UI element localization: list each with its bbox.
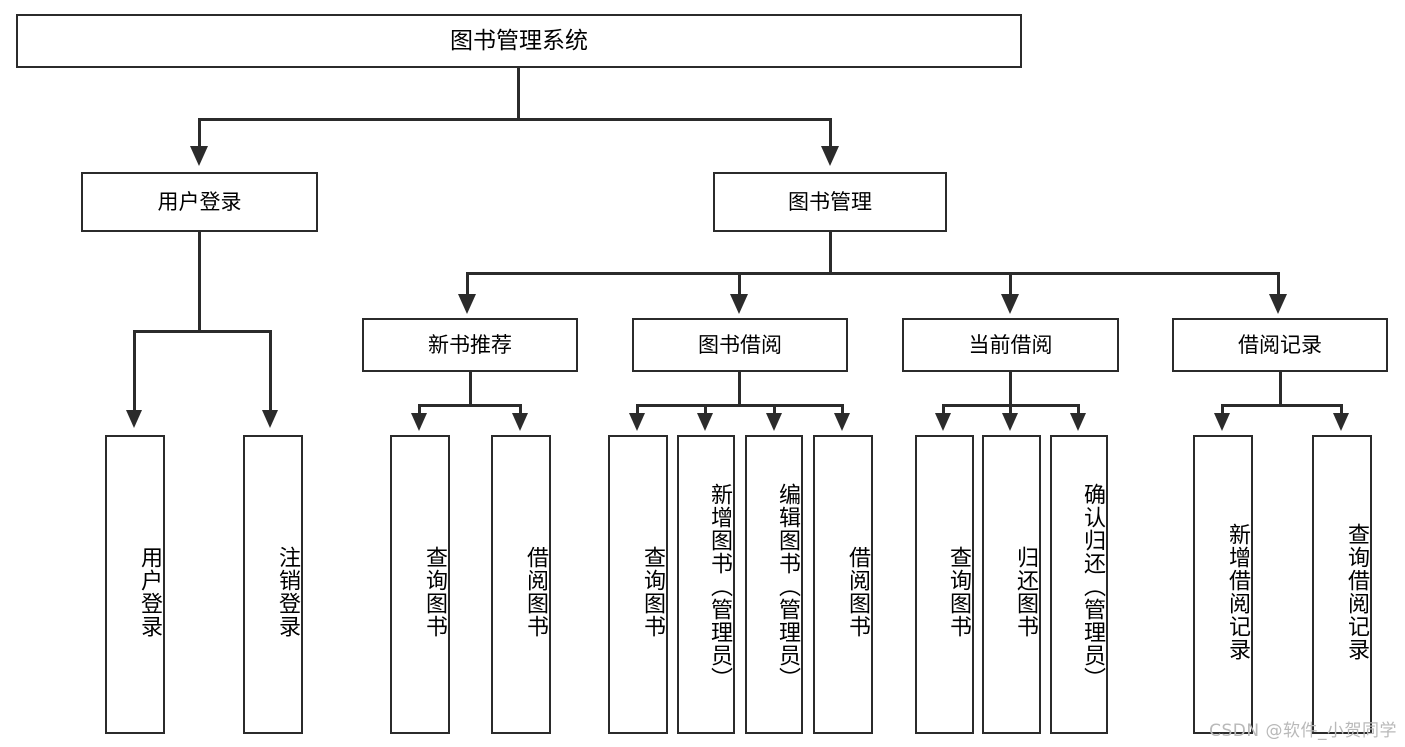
node-user-login[interactable]: 用户登录 (81, 172, 318, 232)
leaf-borrow-record-query-record[interactable]: 查询借阅记录 (1312, 435, 1372, 734)
arrowhead-to-user-login (190, 146, 208, 166)
connector-user-login-bar (133, 330, 272, 333)
leaf-label: 查询图书 (640, 545, 665, 638)
connector-book-borrow-stem (738, 372, 741, 406)
connector-borrow-record-leaf2 (1340, 404, 1343, 416)
connector-to-current-borrow (1009, 272, 1012, 296)
arrowhead-user-login-leaf1 (126, 410, 142, 428)
leaf-label: 新增图书（管理员） (707, 483, 732, 690)
node-label: 用户登录 (157, 189, 242, 214)
watermark-text: CSDN @软件_小贺同学 (1209, 721, 1397, 741)
connector-new-book-leaf2 (519, 404, 522, 416)
leaf-user-login-logout[interactable]: 注销登录 (243, 435, 303, 734)
leaf-label: 新增借阅记录 (1225, 522, 1250, 661)
node-new-book-recommend[interactable]: 新书推荐 (362, 318, 578, 372)
node-borrow-record[interactable]: 借阅记录 (1172, 318, 1388, 372)
arrowhead-user-login-leaf2 (262, 410, 278, 428)
arrowhead-book-borrow-leaf2 (697, 413, 713, 431)
node-label: 图书管理系统 (450, 27, 588, 54)
leaf-current-borrow-return-books[interactable]: 归还图书 (982, 435, 1041, 734)
leaf-label: 归还图书 (1013, 545, 1038, 638)
node-label: 图书管理 (788, 189, 872, 214)
connector-root-bar (198, 118, 832, 121)
arrowhead-book-borrow-leaf3 (766, 413, 782, 431)
node-label: 借阅记录 (1238, 332, 1322, 357)
leaf-book-borrow-borrow-books[interactable]: 借阅图书 (813, 435, 873, 734)
node-book-management[interactable]: 图书管理 (713, 172, 947, 232)
connector-current-borrow-stem (1009, 372, 1012, 406)
leaf-new-book-query-books[interactable]: 查询图书 (390, 435, 450, 734)
connector-book-borrow-leaf3 (773, 404, 776, 416)
node-book-borrow[interactable]: 图书借阅 (632, 318, 848, 372)
connector-book-borrow-bar (636, 404, 844, 407)
connector-user-login-leaf2 (269, 330, 272, 412)
connector-borrow-record-bar (1221, 404, 1343, 407)
connector-borrow-record-stem (1279, 372, 1282, 406)
connector-book-borrow-leaf4 (841, 404, 844, 416)
arrowhead-new-book-leaf1 (411, 413, 427, 431)
connector-to-new-book-recommend (466, 272, 469, 296)
arrowhead-book-borrow-leaf1 (629, 413, 645, 431)
leaf-label: 用户登录 (137, 545, 162, 638)
connector-new-book-leaf1 (418, 404, 421, 416)
arrowhead-to-book-management (821, 146, 839, 166)
node-label: 新书推荐 (428, 332, 512, 357)
arrowhead-borrow-record (1269, 294, 1287, 314)
leaf-label: 借阅图书 (845, 545, 870, 638)
connector-borrow-record-leaf1 (1221, 404, 1224, 416)
arrowhead-current-borrow-leaf1 (935, 413, 951, 431)
connector-new-book-bar (418, 404, 522, 407)
leaf-borrow-record-add-record[interactable]: 新增借阅记录 (1193, 435, 1253, 734)
connector-root-stem (517, 68, 520, 120)
leaf-label: 查询图书 (946, 545, 971, 638)
connector-user-login-leaf1 (133, 330, 136, 412)
connector-new-book-stem (469, 372, 472, 406)
connector-book-management-stem (829, 232, 832, 274)
node-label: 当前借阅 (968, 332, 1053, 357)
connector-root-to-user-login (198, 118, 201, 148)
arrowhead-book-borrow-leaf4 (834, 413, 850, 431)
leaf-current-borrow-query-books[interactable]: 查询图书 (915, 435, 974, 734)
leaf-label: 查询图书 (422, 545, 447, 638)
connector-current-borrow-leaf3 (1077, 404, 1080, 416)
connector-current-borrow-leaf1 (942, 404, 945, 416)
arrowhead-book-borrow (730, 294, 748, 314)
leaf-label: 注销登录 (275, 545, 300, 638)
arrowhead-current-borrow-leaf2 (1002, 413, 1018, 431)
arrowhead-new-book-recommend (458, 294, 476, 314)
leaf-label: 编辑图书（管理员） (775, 483, 800, 690)
arrowhead-current-borrow (1001, 294, 1019, 314)
leaf-new-book-borrow-books[interactable]: 借阅图书 (491, 435, 551, 734)
leaf-label: 查询借阅记录 (1344, 522, 1369, 661)
connector-current-borrow-leaf2 (1009, 404, 1012, 416)
connector-book-management-bar (466, 272, 1280, 275)
node-root-book-management-system[interactable]: 图书管理系统 (16, 14, 1022, 68)
arrowhead-borrow-record-leaf2 (1333, 413, 1349, 431)
leaf-book-borrow-edit-book-admin[interactable]: 编辑图书（管理员） (745, 435, 803, 734)
arrowhead-current-borrow-leaf3 (1070, 413, 1086, 431)
connector-book-borrow-leaf2 (704, 404, 707, 416)
leaf-book-borrow-add-book-admin[interactable]: 新增图书（管理员） (677, 435, 735, 734)
connector-root-to-book-management (829, 118, 832, 148)
connector-to-borrow-record (1277, 272, 1280, 296)
leaf-user-login-user-login[interactable]: 用户登录 (105, 435, 165, 734)
connector-to-book-borrow (738, 272, 741, 296)
connector-book-borrow-leaf1 (636, 404, 639, 416)
node-current-borrow[interactable]: 当前借阅 (902, 318, 1119, 372)
connector-user-login-stem (198, 232, 201, 332)
leaf-label: 确认归还（管理员） (1080, 483, 1105, 690)
leaf-current-borrow-confirm-return-admin[interactable]: 确认归还（管理员） (1050, 435, 1108, 734)
node-label: 图书借阅 (698, 332, 782, 357)
leaf-label: 借阅图书 (523, 545, 548, 638)
leaf-book-borrow-query-books[interactable]: 查询图书 (608, 435, 668, 734)
arrowhead-new-book-leaf2 (512, 413, 528, 431)
arrowhead-borrow-record-leaf1 (1214, 413, 1230, 431)
